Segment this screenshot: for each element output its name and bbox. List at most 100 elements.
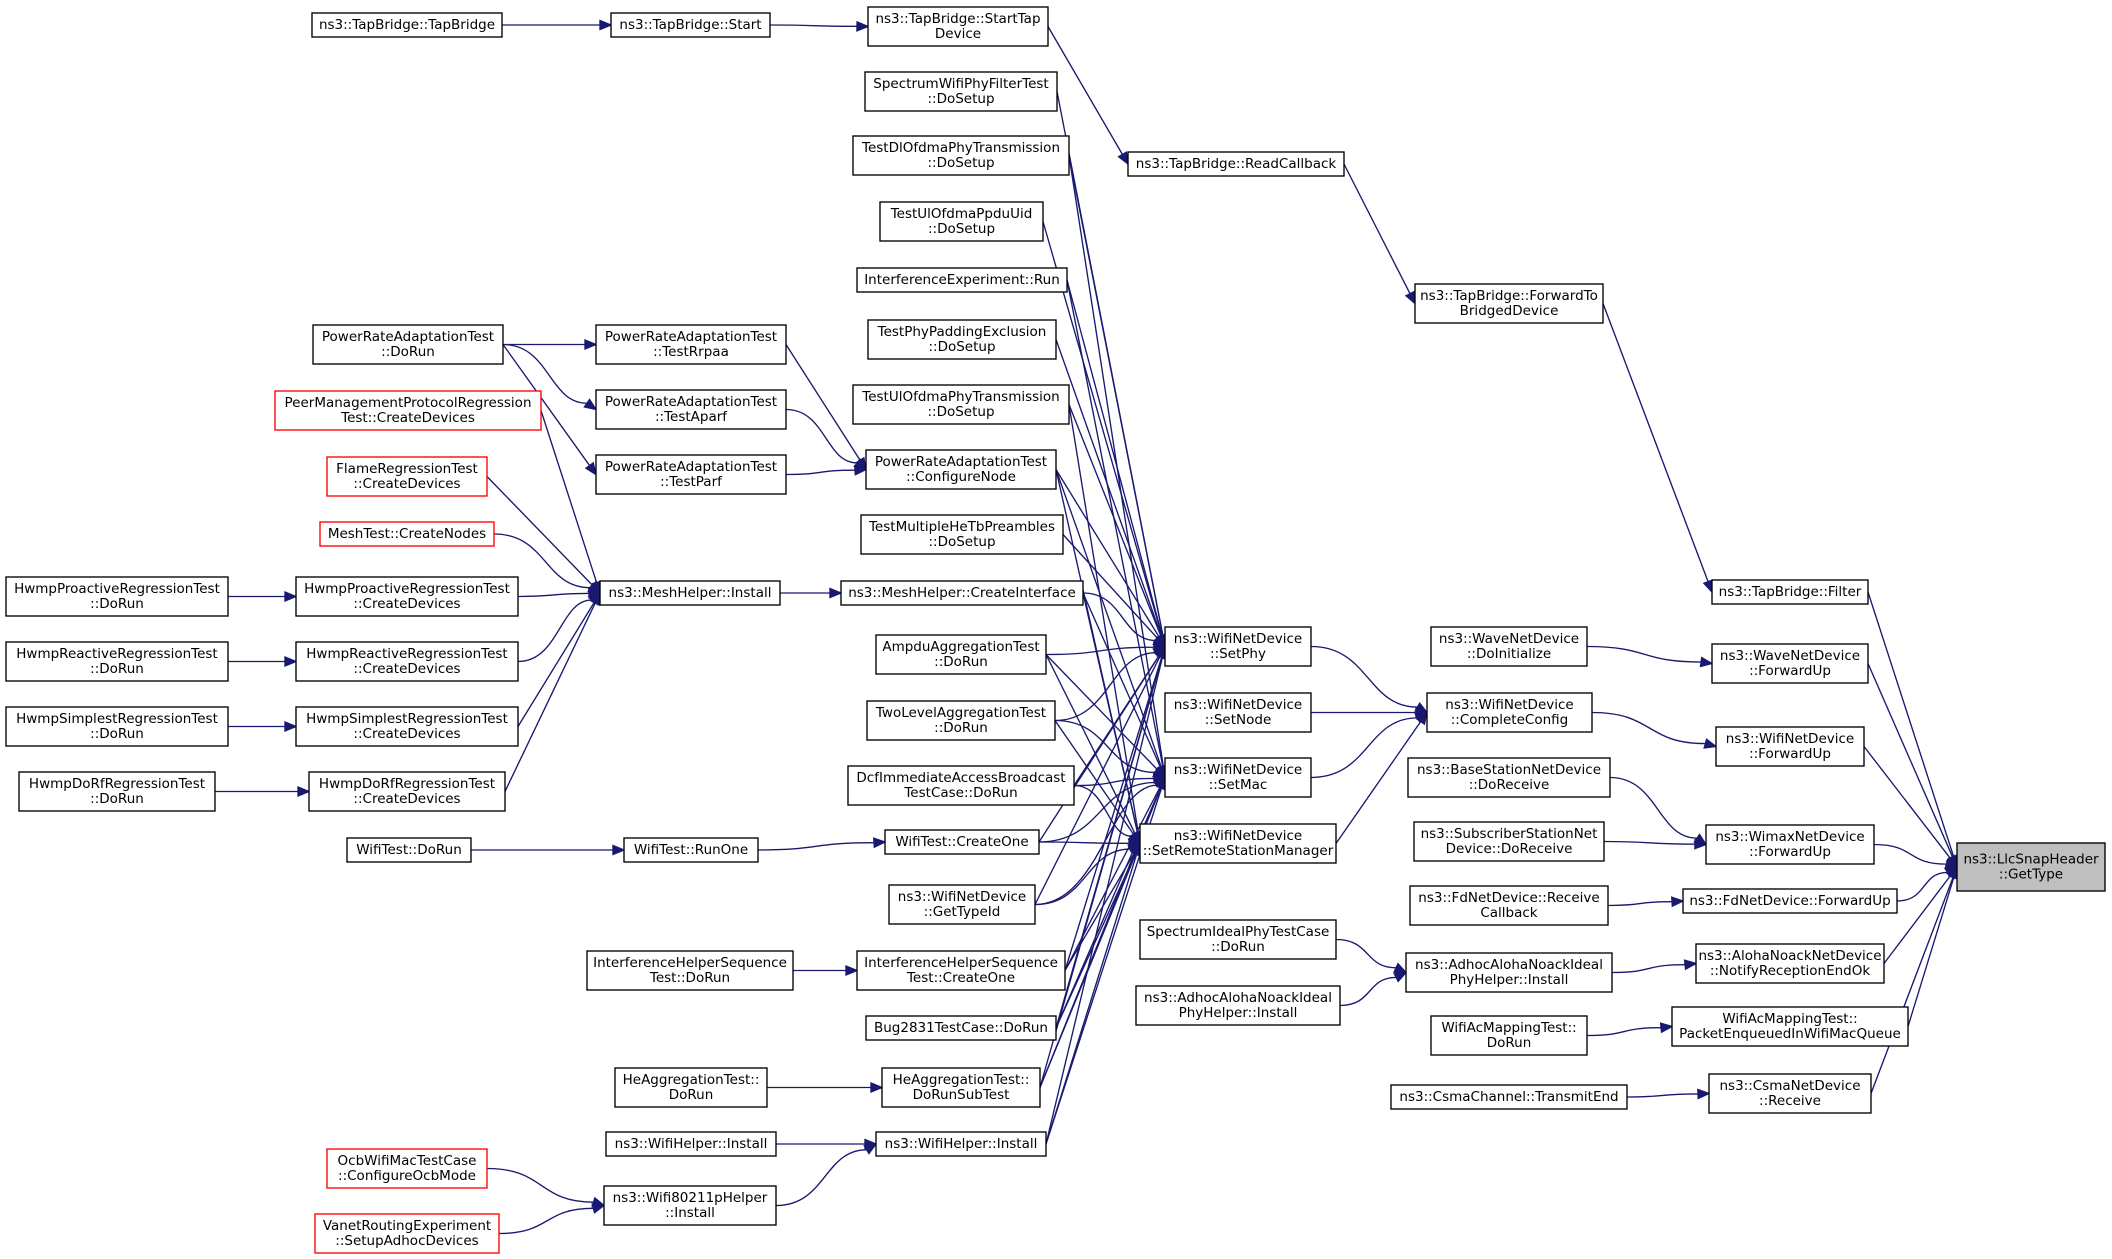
node-label: ns3::FdNetDevice::ForwardUp [1689, 893, 1890, 909]
edge-pra-do-run-to-pra-parf [502, 344, 598, 476]
node-fd-fwd[interactable]: ns3::FdNetDevice::ForwardUp [1682, 888, 1898, 914]
node-pra-aparf[interactable]: PowerRateAdaptationTest::TestAparf [595, 389, 787, 430]
node-spec-filter[interactable]: SpectrumWifiPhyFilterTest::DoSetup [864, 71, 1058, 112]
node-tap-filter[interactable]: ns3::TapBridge::Filter [1711, 579, 1869, 605]
node-pra-rrpaa[interactable]: PowerRateAdaptationTest::TestRrpaa [595, 324, 787, 365]
node-wave-fwd[interactable]: ns3::WaveNetDevice::ForwardUp [1711, 643, 1869, 684]
node-pra-parf[interactable]: PowerRateAdaptationTest::TestParf [595, 454, 787, 495]
edge-hs-do-run-to-hs-create [228, 720, 298, 733]
node-wave-init[interactable]: ns3::WaveNetDevice::DoInitialize [1430, 626, 1588, 667]
node-complete-config[interactable]: ns3::WifiNetDevice::CompleteConfig [1426, 692, 1593, 733]
node-box [595, 454, 787, 495]
node-hp-do-run[interactable]: HwmpProactiveRegressionTest::DoRun [5, 576, 229, 617]
node-ul-ofdma[interactable]: TestUlOfdmaPhyTransmission::DoSetup [852, 384, 1070, 425]
node-label: ::DoSetup [928, 339, 995, 355]
node-tap-start[interactable]: ns3::TapBridge::Start [610, 12, 771, 38]
node-hs-create[interactable]: HwmpSimplestRegressionTest::CreateDevice… [295, 706, 519, 747]
node-bug2831[interactable]: Bug2831TestCase::DoRun [865, 1015, 1057, 1041]
node-csma-recv[interactable]: ns3::CsmaNetDevice::Receive [1708, 1073, 1872, 1114]
node-spec-ideal[interactable]: SpectrumIdealPhyTestCase::DoRun [1139, 919, 1337, 960]
node-label: PowerRateAdaptationTest [605, 329, 777, 345]
node-he-do-run[interactable]: HeAggregationTest::DoRun [614, 1067, 768, 1108]
node-ocb-config[interactable]: OcbWifiMacTestCase::ConfigureOcbMode [326, 1148, 488, 1189]
node-phy-pad[interactable]: TestPhyPaddingExclusion::DoSetup [867, 319, 1057, 360]
node-get-type[interactable]: ns3::LlcSnapHeader::GetType [1956, 842, 2106, 892]
node-hs-do-run[interactable]: HwmpSimplestRegressionTest::DoRun [5, 706, 229, 747]
node-mesh-create-if[interactable]: ns3::MeshHelper::CreateInterface [840, 580, 1084, 606]
node-label: ns3::WifiNetDevice [1174, 762, 1302, 778]
node-run-one[interactable]: WifiTest::RunOne [623, 837, 759, 863]
node-set-mac[interactable]: ns3::WifiNetDevice::SetMac [1164, 757, 1312, 798]
node-label: ns3::TapBridge::ForwardTo [1420, 288, 1598, 304]
node-ac-pkt[interactable]: WifiAcMappingTest::PacketEnqueuedInWifiM… [1671, 1006, 1909, 1047]
edge-tap-read-cb-to-tap-fwd-bridged [1343, 163, 1416, 306]
node-dcf-imm[interactable]: DcfImmediateAccessBroadcastTestCase::DoR… [847, 765, 1075, 806]
node-set-node[interactable]: ns3::WifiNetDevice::SetNode [1164, 692, 1312, 733]
node-box [595, 389, 787, 430]
node-peer-mgmt[interactable]: PeerManagementProtocolRegressionTest::Cr… [274, 390, 542, 431]
node-hp-create[interactable]: HwmpProactiveRegressionTest::CreateDevic… [295, 576, 519, 617]
node-create-one[interactable]: WifiTest::CreateOne [884, 829, 1040, 855]
node-tap-read-cb[interactable]: ns3::TapBridge::ReadCallback [1127, 151, 1345, 177]
node-dl-ofdma[interactable]: TestDlOfdmaPhyTransmission::DoSetup [852, 135, 1070, 176]
node-hr-do-run[interactable]: HwmpReactiveRegressionTest::DoRun [5, 641, 229, 682]
node-adhoc-install[interactable]: ns3::AdhocAlohaNoackIdealPhyHelper::Inst… [1405, 952, 1613, 993]
node-adhoc-install2[interactable]: ns3::AdhocAlohaNoackIdealPhyHelper::Inst… [1135, 985, 1341, 1026]
node-mesh-test-nodes[interactable]: MeshTest::CreateNodes [319, 521, 495, 547]
node-box [888, 884, 1036, 925]
node-ac-do-run[interactable]: WifiAcMappingTest::DoRun [1430, 1015, 1588, 1056]
node-hd-create[interactable]: HwmpDoRfRegressionTest::CreateDevices [308, 771, 506, 812]
node-box [1139, 823, 1337, 864]
node-flame-reg[interactable]: FlameRegressionTest::CreateDevices [326, 456, 488, 497]
edge-hp-create-to-mesh-install [517, 587, 602, 599]
node-get-type-id[interactable]: ns3::WifiNetDevice::GetTypeId [888, 884, 1036, 925]
node-csma-tx[interactable]: ns3::CsmaChannel::TransmitEnd [1390, 1084, 1628, 1110]
node-pra-config[interactable]: PowerRateAdaptationTest::ConfigureNode [865, 449, 1057, 490]
node-two-level[interactable]: TwoLevelAggregationTest::DoRun [866, 700, 1056, 741]
node-ihs-create-one[interactable]: InterferenceHelperSequenceTest::CreateOn… [856, 950, 1066, 991]
edge-hr-create-to-mesh-install [517, 591, 602, 663]
node-he-sub[interactable]: HeAggregationTest::DoRunSubTest [881, 1067, 1041, 1108]
edge-wimax-fwd-to-get-type [1873, 843, 1959, 870]
node-box [1164, 626, 1312, 667]
node-label: ::Install [665, 1205, 715, 1221]
node-wifi-test-do-run[interactable]: WifiTest::DoRun [346, 837, 472, 863]
node-tap-ctor[interactable]: ns3::TapBridge::TapBridge [311, 12, 503, 38]
node-set-phy[interactable]: ns3::WifiNetDevice::SetPhy [1164, 626, 1312, 667]
node-hr-create[interactable]: HwmpReactiveRegressionTest::CreateDevice… [295, 641, 519, 682]
node-hd-do-run[interactable]: HwmpDoRfRegressionTest::DoRun [18, 771, 216, 812]
node-mesh-install[interactable]: ns3::MeshHelper::Install [599, 580, 781, 606]
node-set-rsm[interactable]: ns3::WifiNetDevice::SetRemoteStationMana… [1139, 823, 1337, 864]
edge-ihs-create-one-to-set-rsm [1064, 841, 1141, 971]
edge-hd-do-run-to-hd-create [215, 785, 311, 798]
node-wifi-fwd[interactable]: ns3::WifiNetDevice::ForwardUp [1715, 726, 1865, 767]
node-aloha-notify[interactable]: ns3::AlohaNoackNetDevice::NotifyReceptio… [1695, 943, 1885, 984]
node-pra-do-run[interactable]: PowerRateAdaptationTest::DoRun [312, 324, 504, 365]
node-w80211p-install[interactable]: ns3::Wifi80211pHelper::Install [603, 1185, 777, 1226]
node-box [1409, 885, 1609, 926]
node-label: AmpduAggregationTest [882, 639, 1039, 655]
node-label: ns3::WimaxNetDevice [1715, 829, 1864, 845]
node-label: ns3::WifiNetDevice [1445, 697, 1573, 713]
node-ss-recv[interactable]: ns3::SubscriberStationNetDevice::DoRecei… [1413, 821, 1605, 862]
node-vanet-setup[interactable]: VanetRoutingExperiment::SetupAdhocDevice… [314, 1213, 500, 1254]
node-wimax-fwd[interactable]: ns3::WimaxNetDevice::ForwardUp [1705, 824, 1875, 865]
node-label: OcbWifiMacTestCase [338, 1153, 477, 1169]
node-bs-recv[interactable]: ns3::BaseStationNetDevice::DoReceive [1407, 757, 1611, 798]
node-multi-he[interactable]: TestMultipleHeTbPreambles::DoSetup [860, 514, 1064, 555]
edge-dl-ofdma-to-set-phy [1068, 155, 1169, 649]
node-ul-ppdu[interactable]: TestUlOfdmaPpduUid::DoSetup [879, 201, 1044, 242]
node-wifi-helper-install2[interactable]: ns3::WifiHelper::Install [605, 1131, 777, 1157]
node-wifi-helper-install[interactable]: ns3::WifiHelper::Install [875, 1131, 1047, 1157]
node-ampdu[interactable]: AmpduAggregationTest::DoRun [875, 634, 1047, 675]
node-label: ::DoRun [381, 344, 435, 360]
node-label: HwmpDoRfRegressionTest [29, 776, 205, 792]
node-label: ns3::AdhocAlohaNoackIdeal [1415, 957, 1603, 973]
edge-tap-start-to-tap-start-tap [769, 20, 870, 32]
node-label: ::DoSetup [928, 221, 995, 237]
node-interf-exp[interactable]: InterferenceExperiment::Run [856, 267, 1068, 293]
